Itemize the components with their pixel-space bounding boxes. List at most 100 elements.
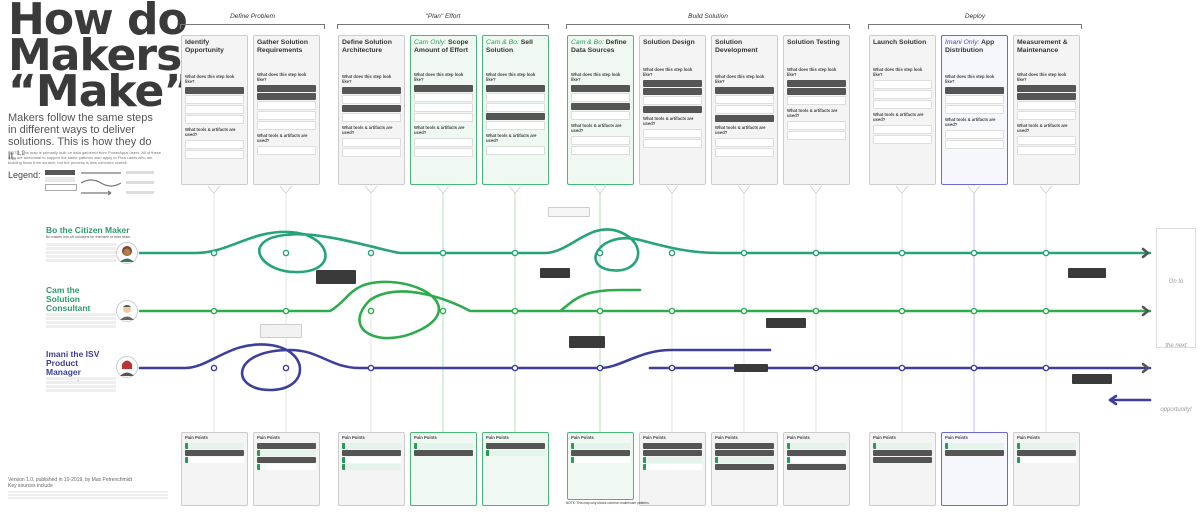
callout [540, 268, 570, 278]
step-node [812, 364, 820, 372]
step-node [812, 307, 820, 315]
step-node [210, 307, 218, 315]
step-node [596, 307, 604, 315]
step-node [210, 249, 218, 257]
footer: Version 1.0, published in 10-2019, by Ma… [8, 477, 168, 499]
step-node [511, 249, 519, 257]
step-node [511, 364, 519, 372]
avatar-bo [116, 242, 138, 264]
step-node [596, 249, 604, 257]
callout [569, 336, 605, 348]
step-node [898, 307, 906, 315]
step-node [970, 307, 978, 315]
step-node [1042, 249, 1050, 257]
callout [316, 270, 356, 284]
step-node [668, 307, 676, 315]
card-define-architecture: Define Solution Architecture What does t… [338, 35, 405, 185]
connector-arrow [809, 185, 823, 194]
persona-bo: Bo the Citizen Maker Bo makes one-off so… [46, 226, 156, 262]
card-solution-development: Solution Development What does this step… [711, 35, 778, 185]
step-node [439, 307, 447, 315]
phase-bar [337, 24, 549, 29]
avatar-imani [116, 356, 138, 378]
step-node [282, 364, 290, 372]
persona-cam-details [46, 312, 116, 329]
connector-arrow [207, 185, 221, 194]
step-node [439, 249, 447, 257]
connector-arrow [364, 185, 378, 194]
intro-reference: 1,2 [16, 151, 25, 157]
connector-arrow [436, 185, 450, 194]
card-define-data-sources: Cam & Bo: Define Data Sources What does … [567, 35, 634, 185]
connector-arrow [737, 185, 751, 194]
intro-text: Makers follow the same steps in differen… [8, 112, 153, 163]
callout [548, 207, 590, 217]
pain-define-architecture: Pain Points [338, 432, 405, 506]
callout [734, 364, 768, 372]
step-node [282, 249, 290, 257]
pain-measurement-maintenance: Pain Points [1013, 432, 1080, 506]
step-node [367, 307, 375, 315]
step-node [1042, 307, 1050, 315]
avatar-cam [116, 300, 138, 322]
card-launch-solution: Launch Solution What does this step look… [869, 35, 936, 185]
step-node [668, 249, 676, 257]
step-node [596, 364, 604, 372]
pain-gather-requirements: Pain Points [253, 432, 320, 506]
connector-arrow [593, 185, 607, 194]
persona-cam: Cam the Solution Consultant Cam makes on… [46, 286, 156, 328]
card-identify-opportunity: Identify Opportunity What does this step… [181, 35, 248, 185]
pain-app-distribution: Pain Points [941, 432, 1008, 506]
callout [1068, 268, 1106, 278]
card-app-distribution: Imani Only: App Distribution What does t… [941, 35, 1008, 185]
card-solution-testing: Solution Testing What does this step loo… [783, 35, 850, 185]
card-scope-effort: Cam Only: Scope Amount of Effort What do… [410, 35, 477, 185]
connector-arrow [967, 185, 981, 194]
phase-bar [180, 24, 325, 29]
step-node [898, 249, 906, 257]
step-node [740, 249, 748, 257]
flow-imani-return [1108, 394, 1152, 406]
card-gather-requirements: Gather Solution Requirements What does t… [253, 35, 320, 185]
callout [260, 324, 302, 338]
phase-bar [566, 24, 850, 29]
step-node [970, 249, 978, 257]
phase-bar [868, 24, 1082, 29]
pain-launch-solution: Pain Points [869, 432, 936, 506]
pain-solution-testing: Pain Points [783, 432, 850, 506]
step-node [740, 307, 748, 315]
bottom-note: NOTE: This map only shows common maker/u… [566, 501, 650, 505]
step-node [367, 364, 375, 372]
step-node [210, 364, 218, 372]
card-solution-design: Solution Design What does this step look… [639, 35, 706, 185]
connector-arrow [1039, 185, 1053, 194]
pain-define-data-sources: Pain Points [567, 432, 634, 500]
legend-swatch [45, 170, 75, 175]
legend [45, 170, 160, 200]
step-node [812, 249, 820, 257]
intro-note: NOTE: This map is primarily built on dat… [8, 150, 162, 165]
connector-arrow [279, 185, 293, 194]
legend-icons [81, 171, 154, 196]
pain-identify-opportunity: Pain Points [181, 432, 248, 506]
step-node [511, 307, 519, 315]
legend-swatch [45, 177, 75, 182]
legend-swatch [45, 184, 77, 191]
callout [766, 318, 806, 328]
flow-imani [138, 343, 1152, 392]
flow-arrowheads [1141, 247, 1150, 374]
connector-arrow [895, 185, 909, 194]
phase-deploy: Deploy [964, 13, 986, 20]
card-sell-solution: Cam & Bo: Sell Solution What does this s… [482, 35, 549, 185]
pain-scope-effort: Pain Points [410, 432, 477, 506]
connector-arrow [508, 185, 522, 194]
step-node [970, 364, 978, 372]
pain-solution-design: Pain Points [639, 432, 706, 506]
persona-imani-details [46, 376, 116, 393]
phase-build-solution: Build Solution [688, 13, 728, 20]
step-node [668, 364, 676, 372]
connector-arrow [665, 185, 679, 194]
flow-cam [138, 280, 1152, 340]
